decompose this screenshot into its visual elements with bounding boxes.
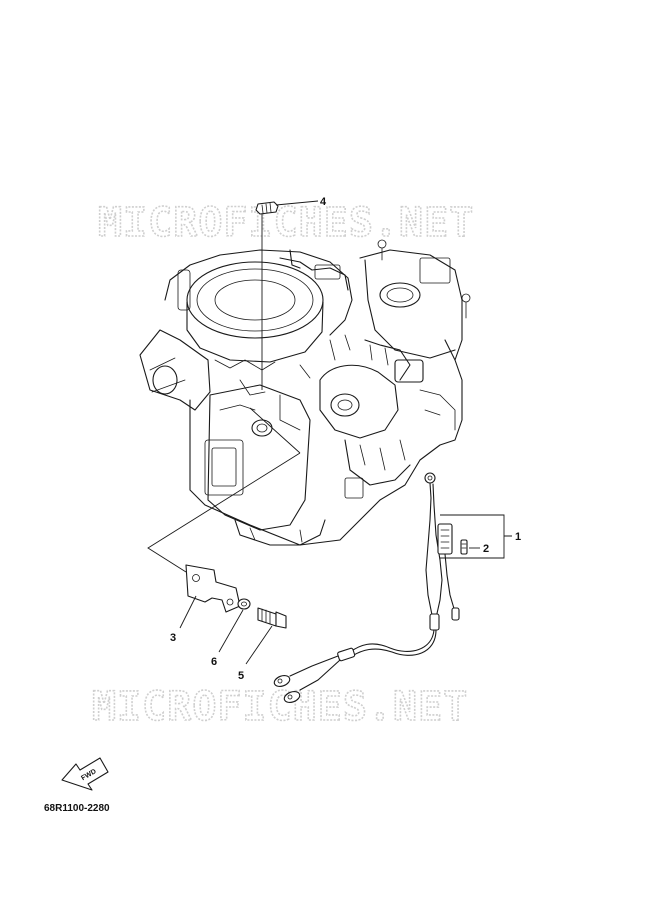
- part-2-connector: [460, 539, 468, 555]
- leader-line-4: [275, 200, 319, 206]
- leader-bracket-1: [440, 514, 512, 559]
- fwd-arrow-icon: FWD: [61, 757, 109, 791]
- watermark-top: MICROFICHES.NET: [98, 200, 474, 246]
- part-3-bracket: [185, 564, 241, 613]
- callout-4: 4: [320, 196, 327, 208]
- leader-line-6: [218, 609, 244, 653]
- callout-3: 3: [170, 632, 176, 644]
- leader-line-5: [245, 625, 273, 665]
- callout-6: 6: [211, 656, 217, 668]
- part-6-washer: [237, 598, 251, 610]
- callout-1: 1: [515, 531, 521, 543]
- diagram-part-number: 68R1100-2280: [44, 803, 110, 814]
- engine-block-illustration: [139, 239, 471, 546]
- callout-2: 2: [483, 543, 489, 555]
- leader-line-3: [179, 595, 197, 629]
- part-5-bolt: [257, 607, 287, 629]
- part-1-wire-harness: [273, 472, 460, 703]
- watermark-bottom: MICROFICHES.NET: [92, 684, 468, 730]
- part-4-bolt: [255, 201, 279, 215]
- callout-5: 5: [238, 670, 244, 682]
- assembly-leader: [147, 407, 301, 573]
